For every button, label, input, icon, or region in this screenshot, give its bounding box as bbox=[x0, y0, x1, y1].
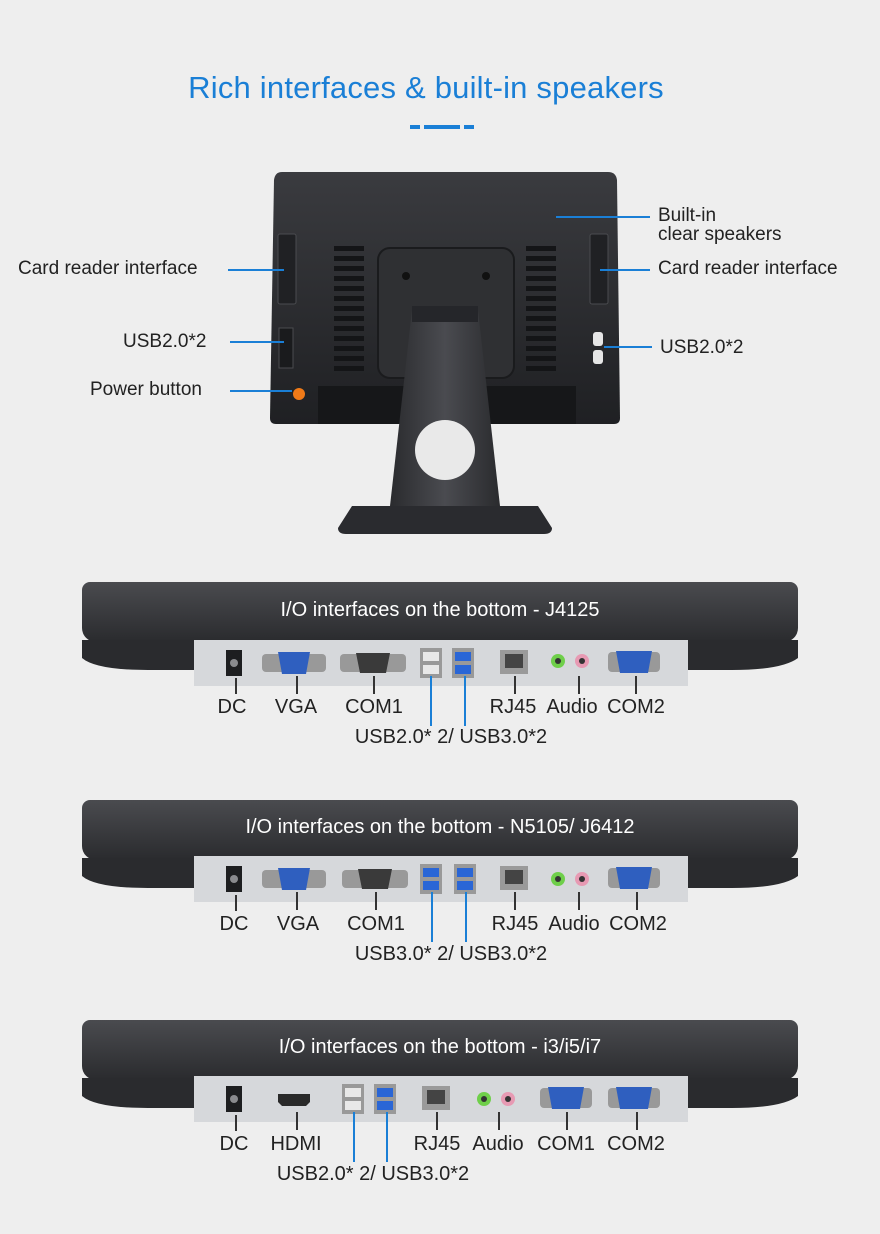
card-reader-left-pointer bbox=[228, 269, 284, 271]
dc-port-icon bbox=[226, 866, 242, 892]
dc-port-icon bbox=[226, 650, 242, 676]
port-label-com1: COM1 bbox=[537, 1133, 595, 1155]
title-underline-dash bbox=[410, 125, 420, 129]
port-label-rj45: RJ45 bbox=[413, 1133, 461, 1155]
audio-pink-port-icon bbox=[575, 654, 589, 668]
panel-1-ports bbox=[226, 648, 660, 678]
port-label-audio: Audio bbox=[546, 696, 598, 718]
panel-3-title: I/O interfaces on the bottom - i3/i5/i7 bbox=[278, 1036, 602, 1058]
com2-port-icon bbox=[608, 1087, 660, 1109]
panel-1-title: I/O interfaces on the bottom - J4125 bbox=[280, 599, 600, 621]
audio-green-port-icon bbox=[551, 654, 565, 668]
panel-1-device-bar bbox=[82, 582, 798, 642]
usb-label: USB3.0* 2/ USB3.0*2 bbox=[354, 943, 548, 965]
usb3-port-icon bbox=[454, 864, 476, 894]
port-label-rj45: RJ45 bbox=[489, 696, 537, 718]
rj45-port-icon bbox=[500, 650, 528, 674]
panel-3-device-bar bbox=[82, 1020, 798, 1080]
usb-right-pointer bbox=[604, 346, 652, 348]
usb2-port-icon bbox=[420, 648, 442, 678]
port-label-dc: DC bbox=[217, 696, 247, 718]
port-label-com2: COM2 bbox=[609, 913, 667, 935]
title-underline-dash bbox=[464, 125, 474, 129]
usb-left-pointer bbox=[230, 341, 284, 343]
usb2-port-icon bbox=[342, 1084, 364, 1114]
com2-port-icon bbox=[608, 651, 660, 673]
usb-label: USB2.0* 2/ USB3.0*2 bbox=[354, 726, 548, 748]
usb3-port-icon bbox=[420, 864, 442, 894]
panel-2-ports bbox=[226, 864, 660, 894]
hdmi-port-icon bbox=[278, 1094, 310, 1106]
usb-right-label: USB2.0*2 bbox=[660, 337, 744, 358]
device-back-view bbox=[270, 172, 620, 534]
port-label-hdmi: HDMI bbox=[270, 1133, 322, 1155]
speakers-label-line2: clear speakers bbox=[658, 224, 782, 245]
vga-port-icon bbox=[262, 868, 326, 890]
audio-green-port-icon bbox=[477, 1092, 491, 1106]
port-label-vga: VGA bbox=[274, 696, 318, 718]
power-button-pointer bbox=[230, 390, 292, 392]
speakers-label-line1: Built-in bbox=[658, 205, 717, 226]
port-label-com1: COM1 bbox=[347, 913, 405, 935]
usb3-port-icon bbox=[452, 648, 474, 678]
dc-port-icon bbox=[226, 1086, 242, 1112]
port-label-dc: DC bbox=[219, 913, 249, 935]
rj45-port-icon bbox=[500, 866, 528, 890]
speakers-pointer bbox=[556, 216, 650, 218]
com1-port-icon bbox=[540, 1087, 592, 1109]
panel-2-title: I/O interfaces on the bottom - N5105/ J6… bbox=[245, 816, 635, 838]
port-label-com2: COM2 bbox=[607, 696, 665, 718]
title-underline bbox=[424, 125, 460, 129]
usb-left-label: USB2.0*2 bbox=[123, 331, 207, 352]
rj45-port-icon bbox=[422, 1086, 450, 1110]
audio-pink-port-icon bbox=[501, 1092, 515, 1106]
panel-3-ports bbox=[226, 1084, 660, 1114]
port-label-com1: COM1 bbox=[345, 696, 403, 718]
port-label-vga: VGA bbox=[276, 913, 320, 935]
com2-port-icon bbox=[608, 867, 660, 889]
com1-port-icon bbox=[342, 869, 408, 889]
card-reader-right-label: Card reader interface bbox=[658, 258, 838, 279]
port-label-dc: DC bbox=[219, 1133, 249, 1155]
panel-2-device-bar bbox=[82, 800, 798, 860]
port-label-com2: COM2 bbox=[607, 1133, 665, 1155]
usb-label: USB2.0* 2/ USB3.0*2 bbox=[276, 1163, 470, 1185]
power-button-icon bbox=[293, 388, 305, 400]
card-reader-right-pointer bbox=[600, 269, 650, 271]
com1-port-icon bbox=[340, 653, 406, 673]
audio-green-port-icon bbox=[551, 872, 565, 886]
port-label-audio: Audio bbox=[472, 1133, 524, 1155]
page-title: Rich interfaces & built-in speakers bbox=[188, 70, 664, 105]
port-label-rj45: RJ45 bbox=[491, 913, 539, 935]
vga-port-icon bbox=[262, 652, 326, 674]
port-label-audio: Audio bbox=[548, 913, 600, 935]
speakers-label: Built-in clear speakers bbox=[658, 206, 782, 244]
power-button-label: Power button bbox=[90, 379, 202, 400]
audio-pink-port-icon bbox=[575, 872, 589, 886]
usb3-port-icon bbox=[374, 1084, 396, 1114]
card-reader-left-label: Card reader interface bbox=[18, 258, 198, 279]
